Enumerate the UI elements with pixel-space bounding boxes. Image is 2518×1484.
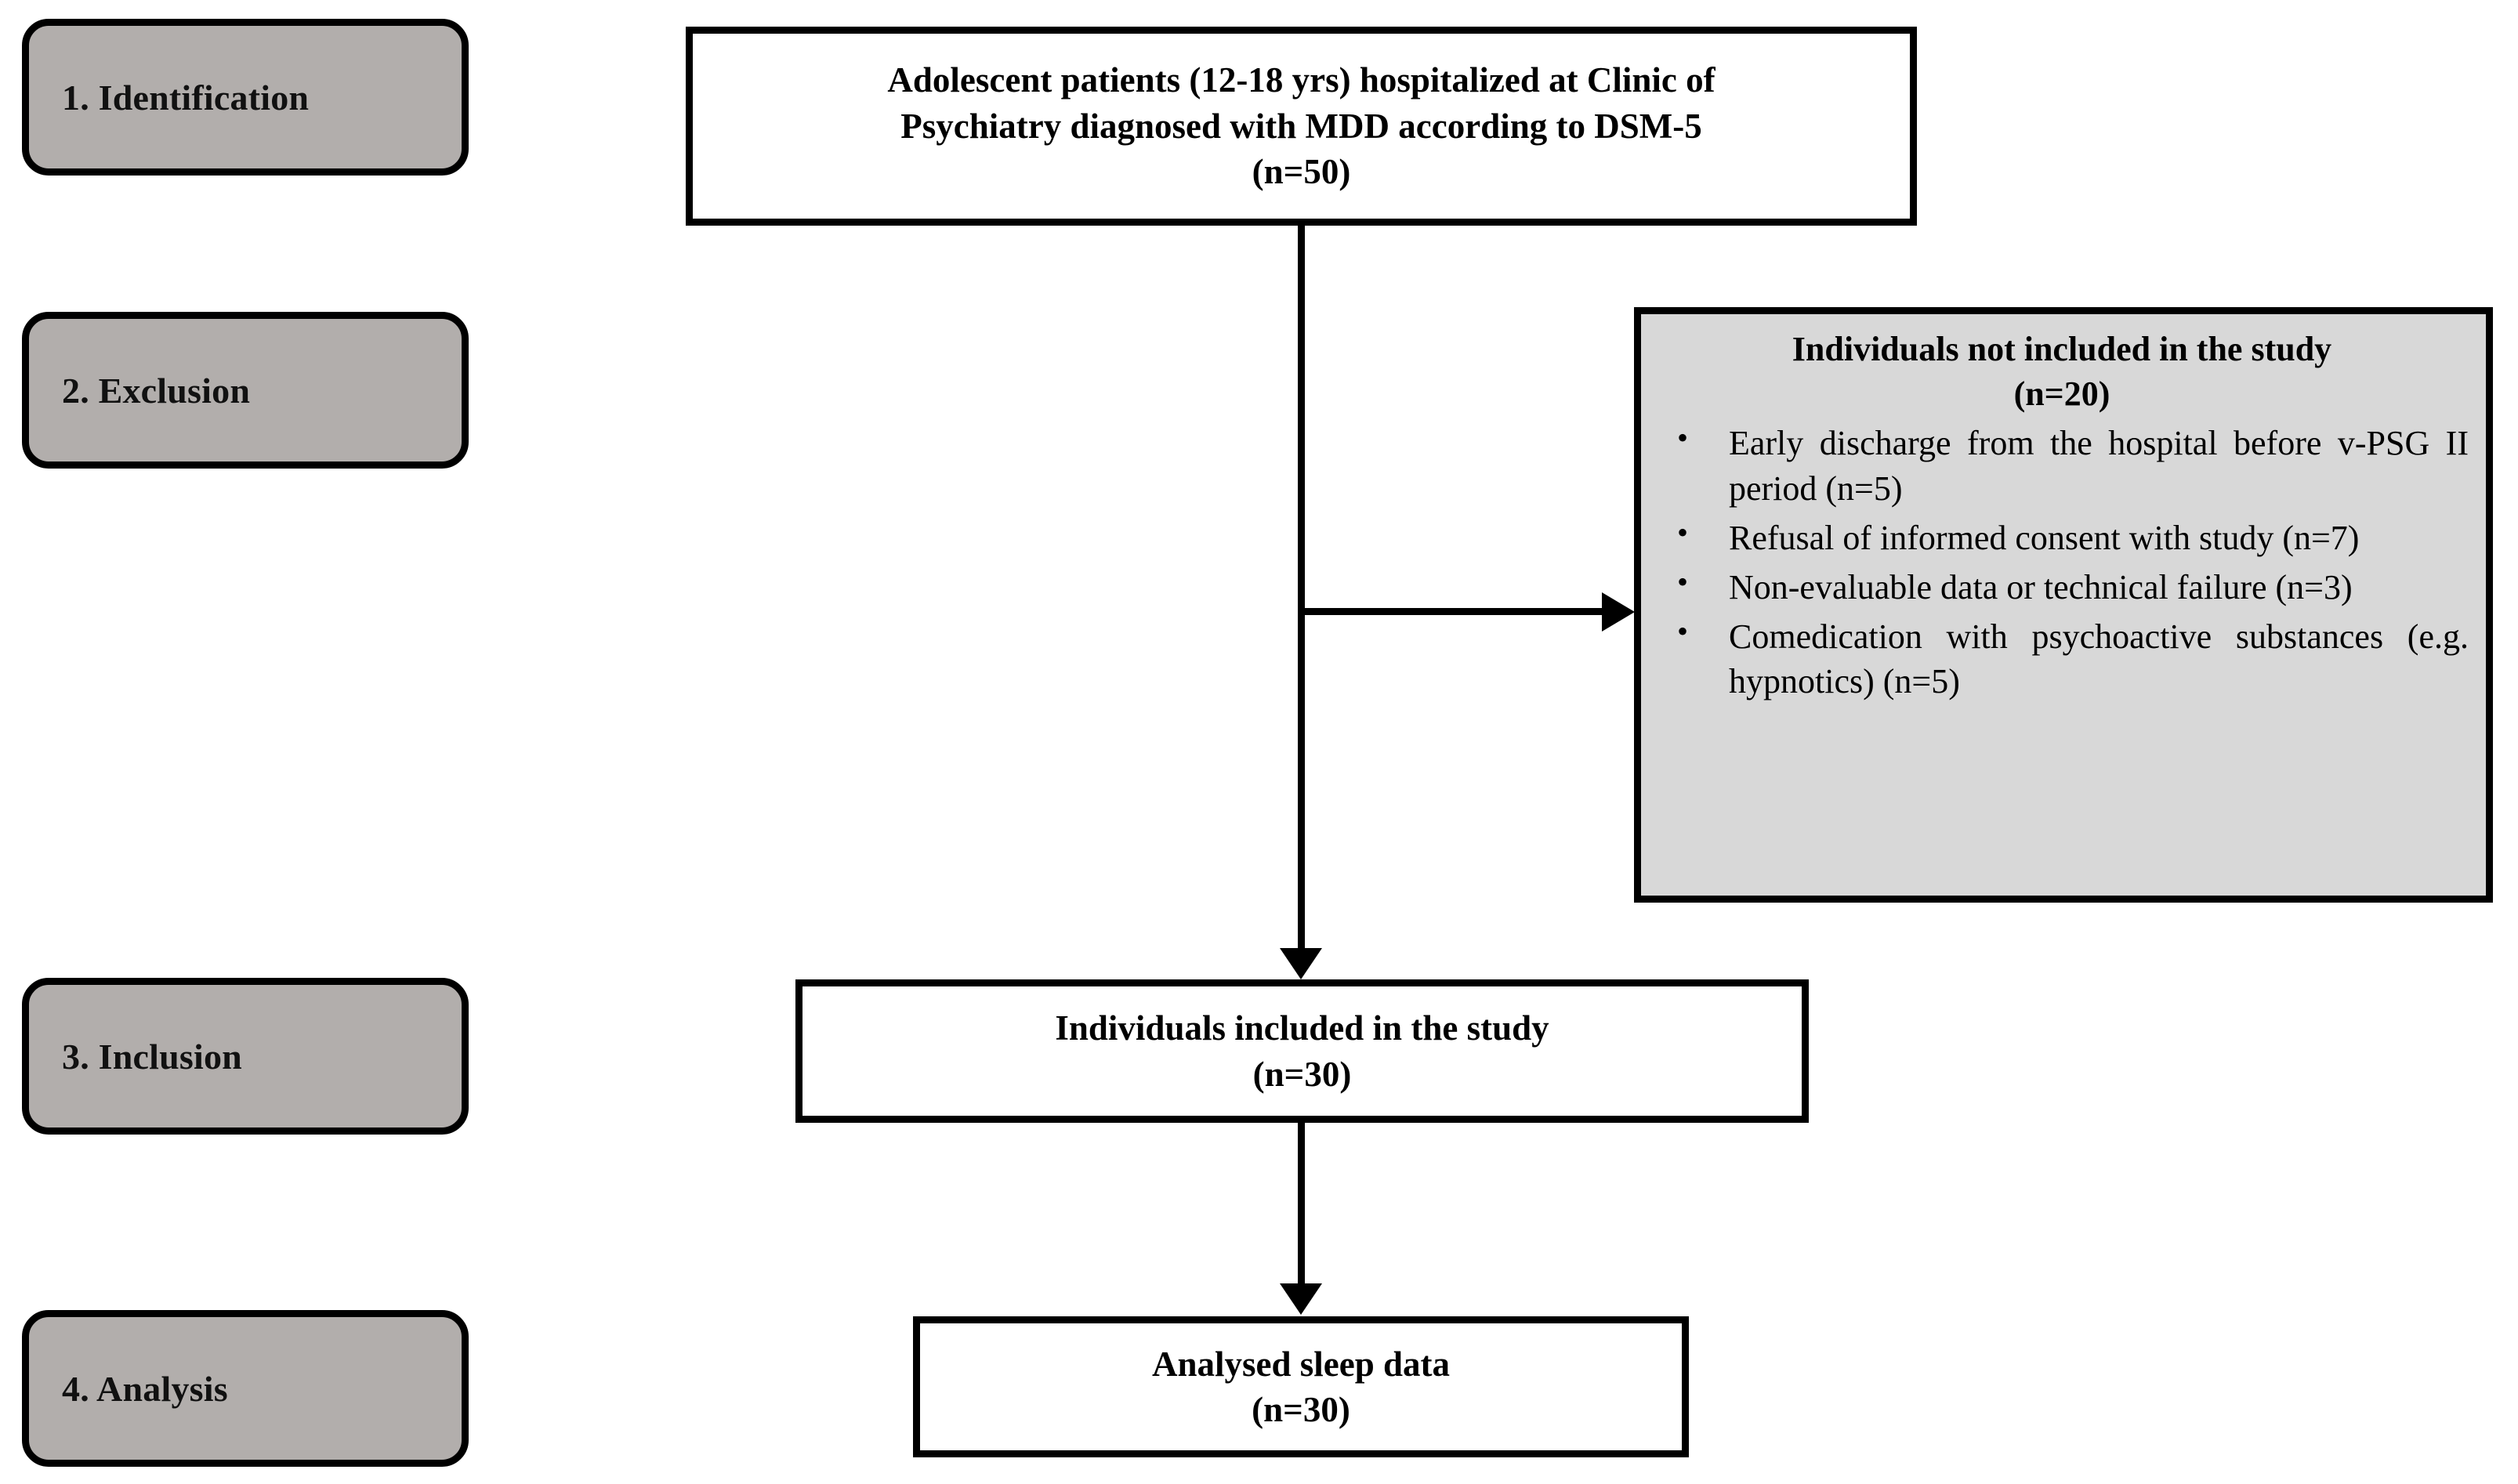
inclusion-count: (n=30) — [1252, 1054, 1352, 1094]
stage-pill-analysis: 4. Analysis — [22, 1310, 469, 1467]
list-item: Refusal of informed consent with study (… — [1655, 512, 2469, 560]
identification-line-1: Adolescent patients (12-18 yrs) hospital… — [887, 60, 1716, 100]
list-item: Non-evaluable data or technical failure … — [1655, 562, 2469, 610]
exclusion-box: Individuals not included in the study (n… — [1634, 307, 2493, 903]
stage-label-exclusion: 2. Exclusion — [62, 370, 251, 411]
analysis-count: (n=30) — [1252, 1390, 1350, 1429]
exclusion-count: (n=20) — [2013, 375, 2110, 414]
stage-label-identification: 1. Identification — [62, 77, 310, 118]
connector-identification-to-inclusion — [1298, 226, 1305, 950]
analysis-line-1: Analysed sleep data — [1151, 1344, 1451, 1384]
stage-pill-inclusion: 3. Inclusion — [22, 978, 469, 1135]
inclusion-line-1: Individuals included in the study — [1055, 1008, 1549, 1048]
exclusion-title: Individuals not included in the study — [1792, 330, 2332, 368]
connector-to-exclusion — [1302, 608, 1607, 615]
stage-pill-identification: 1. Identification — [22, 19, 469, 176]
arrowhead-into-exclusion — [1602, 592, 1635, 632]
stage-label-inclusion: 3. Inclusion — [62, 1036, 242, 1077]
identification-box: Adolescent patients (12-18 yrs) hospital… — [686, 27, 1917, 226]
exclusion-reason-list: Early discharge from the hospital before… — [1655, 418, 2469, 704]
list-item: Comedication with psychoactive substance… — [1655, 611, 2469, 704]
inclusion-box: Individuals included in the study (n=30) — [795, 979, 1809, 1123]
stage-label-analysis: 4. Analysis — [62, 1368, 228, 1409]
analysis-box: Analysed sleep data (n=30) — [913, 1316, 1689, 1457]
list-item: Early discharge from the hospital before… — [1655, 418, 2469, 510]
connector-inclusion-to-analysis — [1298, 1123, 1305, 1286]
arrowhead-into-analysis — [1280, 1283, 1322, 1315]
arrowhead-into-inclusion — [1280, 948, 1322, 979]
identification-line-2: Psychiatry diagnosed with MDD according … — [900, 106, 1702, 146]
stage-pill-exclusion: 2. Exclusion — [22, 312, 469, 469]
identification-count: (n=50) — [1252, 152, 1351, 192]
